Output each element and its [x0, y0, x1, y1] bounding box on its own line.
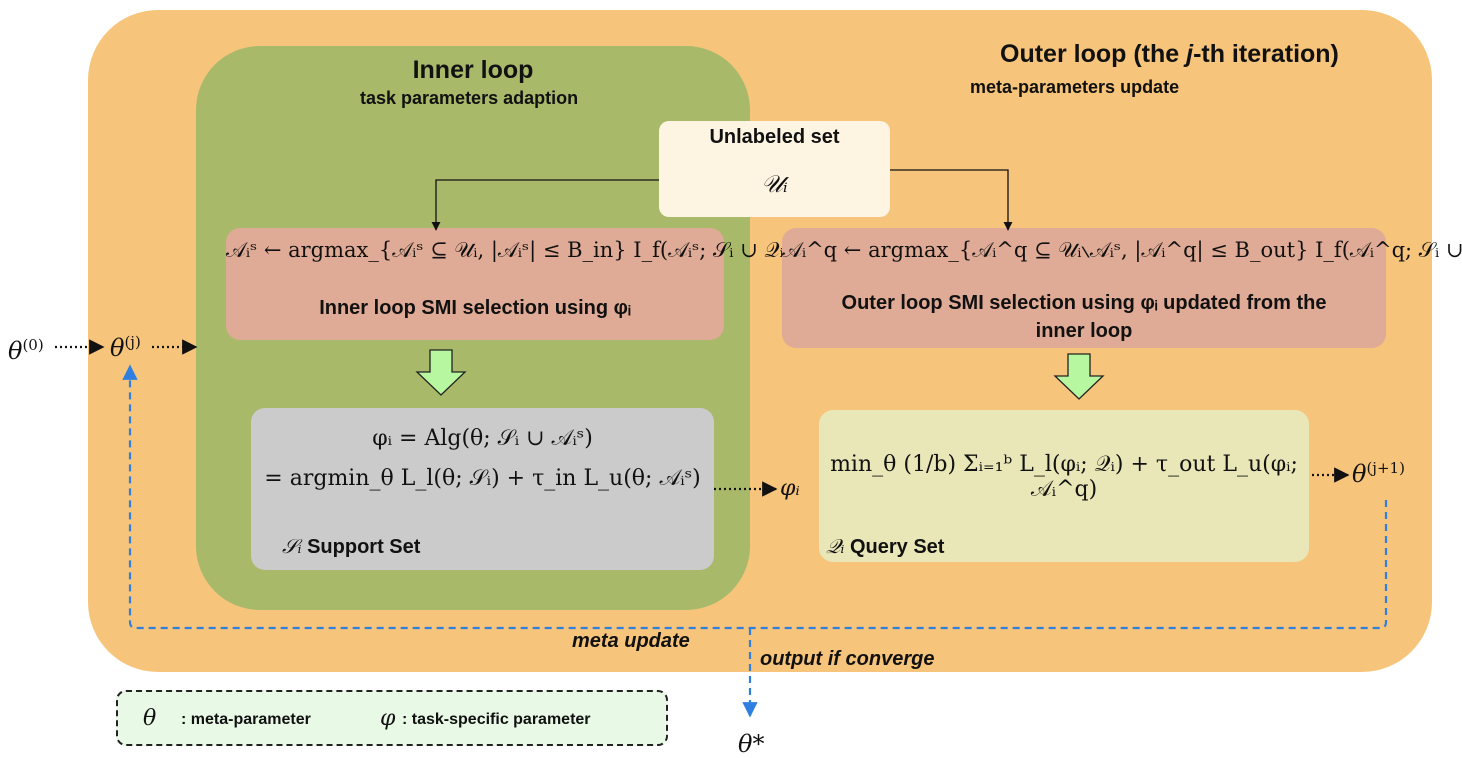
unlabeled-to-outer-connector	[890, 169, 1013, 231]
support-equation-2: = argmin_θ L_l(θ; 𝒮ᵢ) + τ_in L_u(θ; 𝒜ᵢˢ)	[264, 466, 701, 491]
support-equation-1: φᵢ = Alg(θ; 𝒮ᵢ ∪ 𝒜ᵢˢ)	[372, 426, 593, 451]
theta-j-plus-1-label: θ(j+1)	[1352, 459, 1405, 488]
phi-i-label: φᵢ	[780, 476, 800, 501]
legend-theta-symbol: θ	[143, 706, 157, 731]
query-equation: min_θ (1/b) Σᵢ₌₁ᵇ L_l(φᵢ; 𝒬ᵢ) + τ_out L_…	[830, 452, 1298, 502]
meta-update-loop-line	[122, 364, 1388, 630]
theta-j-label: θ(j)	[110, 333, 141, 362]
outer-loop-subtitle: meta-parameters update	[970, 77, 1180, 97]
outer-loop-title: Outer loop (the j-th iteration)	[1000, 40, 1339, 68]
legend-theta-text: : meta-parameter	[181, 711, 311, 728]
outer-selection-box	[782, 228, 1386, 348]
unlabeled-to-inner-connector	[431, 179, 659, 231]
theta-star-label: θ*	[738, 730, 765, 758]
output-if-converge-label: output if converge	[760, 648, 935, 670]
meta-update-label: meta update	[572, 630, 690, 652]
inner-loop-title: Inner loop	[412, 56, 534, 84]
inner-down-arrow	[415, 349, 467, 396]
inner-selection-equation: 𝒜ᵢˢ ← argmax_{𝒜ᵢˢ ⊆ 𝒰ᵢ, |𝒜ᵢˢ| ≤ B_in} I_…	[226, 238, 792, 262]
outer-selection-equation: 𝒜ᵢ^q ← argmax_{𝒜ᵢ^q ⊆ 𝒰ᵢ∖𝒜ᵢˢ, |𝒜ᵢ^q| ≤ B…	[782, 238, 1462, 262]
unlabeled-set-symbol: 𝒰ᵢ	[761, 170, 788, 198]
outer-down-arrow	[1053, 353, 1105, 400]
outer-selection-caption: Outer loop SMI selection using φᵢ update…	[841, 292, 1327, 342]
query-set-box	[819, 410, 1309, 562]
legend-phi-symbol: φ	[380, 706, 396, 731]
query-set-label: 𝒬ᵢ Query Set	[826, 534, 945, 558]
theta-0-label: θ(0)	[8, 336, 44, 365]
unlabeled-set-box	[659, 121, 890, 217]
inner-selection-caption: Inner loop SMI selection using φᵢ	[319, 297, 631, 319]
inner-selection-box	[226, 228, 724, 340]
legend-phi-text: : task-specific parameter	[402, 711, 591, 728]
inner-loop-subtitle: task parameters adaption	[360, 88, 579, 108]
legend-box	[116, 690, 668, 746]
support-set-label: 𝒮ᵢ Support Set	[282, 534, 421, 558]
unlabeled-set-title: Unlabeled set	[709, 126, 840, 148]
support-set-box	[251, 408, 714, 570]
